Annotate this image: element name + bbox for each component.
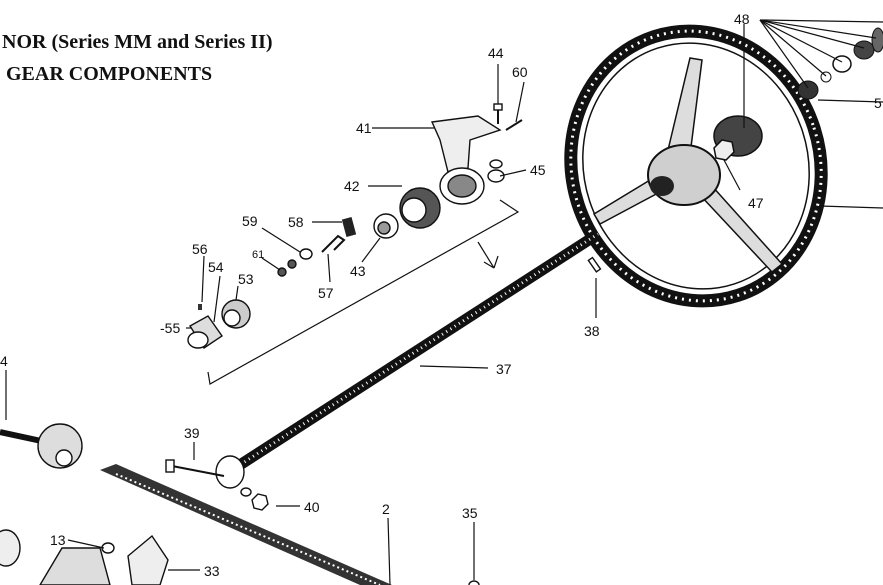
title-line-2: GEAR COMPONENTS [6,63,212,85]
group-bracket-line [207,199,520,385]
washers-59-61 [277,248,313,277]
callout-55: -55 [160,320,180,336]
callout-60: 60 [512,64,528,80]
callout-59: 59 [242,213,258,229]
callout-53: 53 [238,271,254,287]
bush-43 [373,213,399,239]
housing-lower-left [0,529,169,585]
callout-13: 13 [50,532,66,548]
inner-column-37 [215,229,601,497]
callout-35: 35 [462,505,478,521]
callout-45: 45 [530,162,546,178]
bush-53 [221,299,251,329]
callout-57: 57 [318,285,334,301]
callout-2: 2 [382,501,390,517]
bush-42 [399,187,441,229]
callout-37: 37 [496,361,512,377]
clip-58 [341,217,357,237]
callout-48: 48 [734,11,750,27]
column-bracket [430,115,505,205]
bush-54-55 [187,315,223,349]
callout-41: 41 [356,120,372,136]
callout-61: 61 [252,249,264,261]
rack-bar [100,464,392,585]
callout-44: 44 [488,45,504,61]
key-38 [587,256,602,273]
pinch-bolt-39 [165,459,225,477]
assembly-arrow [477,241,499,269]
title-line-1: NOR (Series MM and Series II) [2,31,273,53]
callout-47: 47 [748,195,764,211]
callout-40: 40 [304,499,320,515]
callout-39: 39 [184,425,200,441]
bolt-44 [493,103,503,124]
pinion-shaft-4 [0,423,83,469]
callout-33: 33 [204,563,220,579]
leader-lines [5,19,883,585]
callout-54: 54 [208,259,224,275]
steering-wheel [564,24,828,308]
screw-60 [505,119,523,131]
nut-40 [251,493,269,511]
callout-58: 58 [288,214,304,230]
callout-5: 5 [874,95,882,111]
callout-42: 42 [344,178,360,194]
callout-43: 43 [350,263,366,279]
bolt-35 [468,580,480,585]
callout-38: 38 [584,323,600,339]
callout-56: 56 [192,241,208,257]
spring-57 [321,234,346,253]
callout-4: 4 [0,353,8,369]
pin-56 [198,304,202,310]
